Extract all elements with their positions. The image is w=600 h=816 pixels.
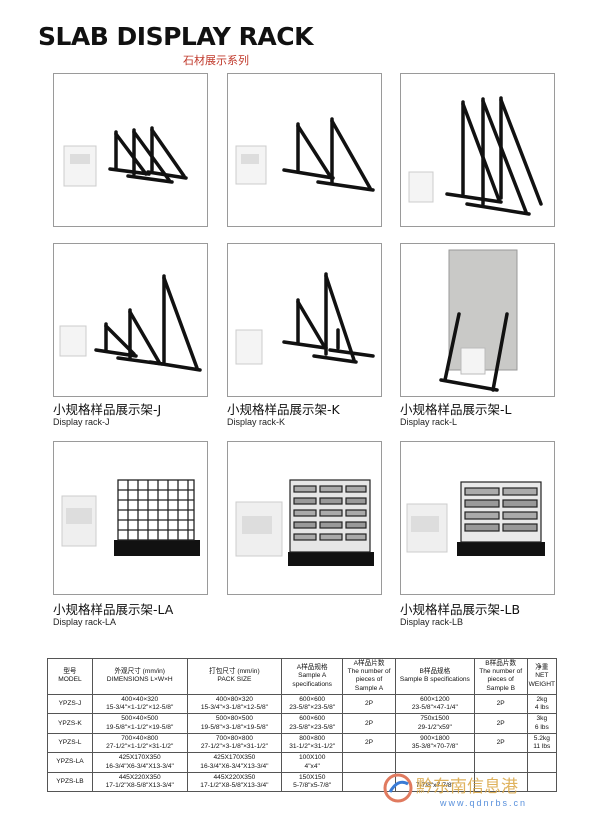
caption-zh: 小规格样品展示架-L (400, 402, 512, 417)
cell-sample-b-count: 2P (473, 693, 528, 715)
caption-rack-j: 小规格样品展示架-J Display rack-J (53, 402, 162, 428)
product-card-la[interactable] (53, 441, 208, 595)
caption-rack-l: 小规格样品展示架-L Display rack-L (400, 402, 512, 428)
rack-image (59, 274, 202, 372)
cell-sample-a-count: 2P (342, 732, 396, 754)
caption-en: Display rack-LA (53, 617, 117, 628)
caption-en: Display rack-LB (400, 617, 464, 628)
rack-image (63, 126, 188, 187)
caption-zh: 小规格样品展示架-J (53, 402, 162, 417)
caption-en: Display rack-J (53, 417, 110, 428)
rack-image (235, 272, 375, 365)
rack-image (61, 479, 200, 556)
cell-sample-b-count: 2P (473, 713, 528, 734)
page-subtitle: 石材展示系列 (183, 54, 249, 67)
caption-zh: 小规格样品展示架-LB (400, 602, 521, 617)
svg-text:www.qdnrbs.cn: www.qdnrbs.cn (439, 798, 527, 808)
cell-weight (526, 771, 558, 793)
caption-zh: 小规格样品展示架-LA (53, 602, 174, 617)
cell-model: YPZS-LB (47, 771, 93, 793)
caption-zh: 小规格样品展示架-K (227, 402, 340, 417)
product-card-center[interactable] (227, 441, 382, 595)
product-card-4[interactable] (53, 243, 208, 397)
caption-rack-k: 小规格样品展示架-K Display rack-K (227, 402, 340, 428)
cell-sample-b: 7-7/8"x7-7/8" (394, 771, 475, 793)
caption-rack-lb: 小规格样品展示架-LB Display rack-LB (400, 602, 521, 628)
product-card-2[interactable] (227, 73, 382, 227)
header-pack-size: 打包尺寸 (mm/in)PACK SIZE (186, 658, 283, 695)
product-card-1[interactable] (53, 73, 208, 227)
cell-model: YPZS-J (47, 693, 93, 715)
rack-image (406, 481, 545, 556)
product-card-lb[interactable] (400, 441, 555, 595)
caption-rack-la: 小规格样品展示架-LA Display rack-LA (53, 602, 174, 628)
rack-image (439, 249, 518, 392)
product-card-3[interactable] (400, 73, 555, 227)
caption-en: Display rack-L (400, 417, 458, 428)
caption-en: Display rack-K (227, 417, 286, 428)
cell-sample-b-count: 2P (473, 732, 528, 754)
cell-sample-a-count: 2P (342, 693, 396, 715)
cell-sample-a-count: 2P (342, 713, 396, 734)
product-card-5[interactable] (227, 243, 382, 397)
watermark-logo: 黔东南信息港 www.qdnrbs.cn (383, 773, 527, 808)
cell-model: YPZS-LA (47, 752, 93, 773)
svg-text:黔东南信息港: 黔东南信息港 (416, 777, 518, 797)
rack-image (235, 479, 374, 566)
rack-image (408, 96, 543, 216)
product-card-6[interactable] (400, 243, 555, 397)
cell-model: YPZS-K (47, 713, 93, 734)
rack-image (235, 117, 375, 192)
cell-model: YPZS-L (47, 732, 93, 754)
header-dimensions: 外观尺寸 (mm/in)DIMENSIONS L×W×H (91, 658, 188, 695)
page-title: SLAB DISPLAY RACK (38, 22, 313, 51)
